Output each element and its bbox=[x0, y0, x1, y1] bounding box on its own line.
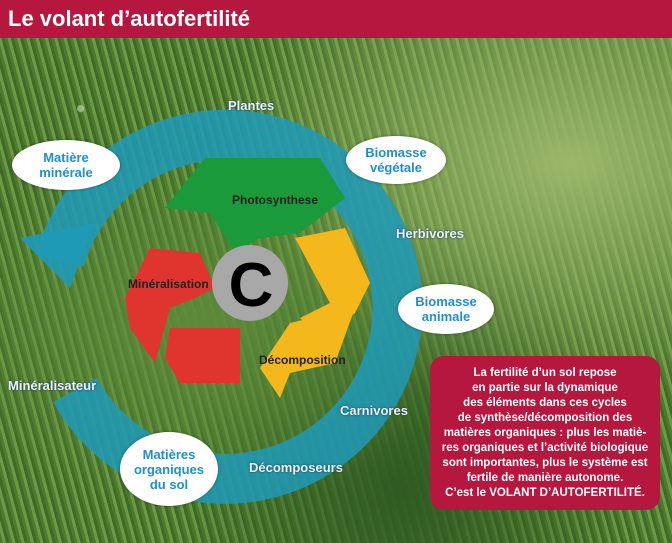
decomposition-label: Décomposition bbox=[259, 353, 346, 367]
explanation-line: sont importantes, plus le système est bbox=[442, 457, 648, 469]
bubble-text: Biomasse bbox=[415, 294, 477, 309]
explanation-line: en partie sur la dynamique bbox=[472, 382, 618, 394]
mineralisation-label: Minéralisation bbox=[128, 277, 209, 291]
explanation-line: de synthèse/décomposition des bbox=[457, 412, 633, 424]
ring-label-mineralisateur: Minéralisateur bbox=[8, 378, 97, 393]
bubble-text: animale bbox=[421, 309, 471, 324]
bubble-text: Biomasse bbox=[365, 145, 427, 160]
explanation-line: C’est le VOLANT D’AUTOFERTILITÉ. bbox=[445, 487, 645, 499]
bubble-text: minérale bbox=[39, 165, 93, 180]
ring-label-plantes: Plantes bbox=[228, 98, 275, 113]
bubble-text: Matières bbox=[142, 446, 196, 462]
explanation-line: des éléments dans ces cycles bbox=[463, 397, 627, 409]
carbon-letter: C bbox=[229, 251, 274, 320]
explanation-line: fertile de manière autonome. bbox=[466, 472, 624, 484]
explanation-line: res organiques et l’activité biologique bbox=[441, 442, 649, 454]
bubble-text: végétale bbox=[369, 160, 423, 175]
explanation-line: La fertilité d’un sol repose bbox=[473, 367, 617, 379]
ring-arrowhead-icon bbox=[20, 223, 95, 288]
ring-label-herbivores: Herbivores bbox=[396, 226, 464, 241]
ring-label-carnivores: Carnivores bbox=[340, 403, 408, 418]
bubble-text: du sol bbox=[149, 476, 189, 492]
bubble-text: Matière bbox=[43, 150, 89, 165]
photosynthese-label: Photosynthese bbox=[232, 193, 319, 207]
carbon-center bbox=[212, 245, 288, 321]
explanation-box: La fertilité d’un sol repose en partie s… bbox=[430, 356, 660, 510]
explanation-line: matières organiques : plus les matiè- bbox=[443, 427, 647, 439]
bubble-text: organiques bbox=[133, 461, 205, 477]
ring-label-decomposeurs: Décomposeurs bbox=[249, 460, 343, 475]
page-title: Le volant d’autofertilité bbox=[0, 0, 672, 38]
recycle-symbol-icon bbox=[125, 158, 370, 398]
